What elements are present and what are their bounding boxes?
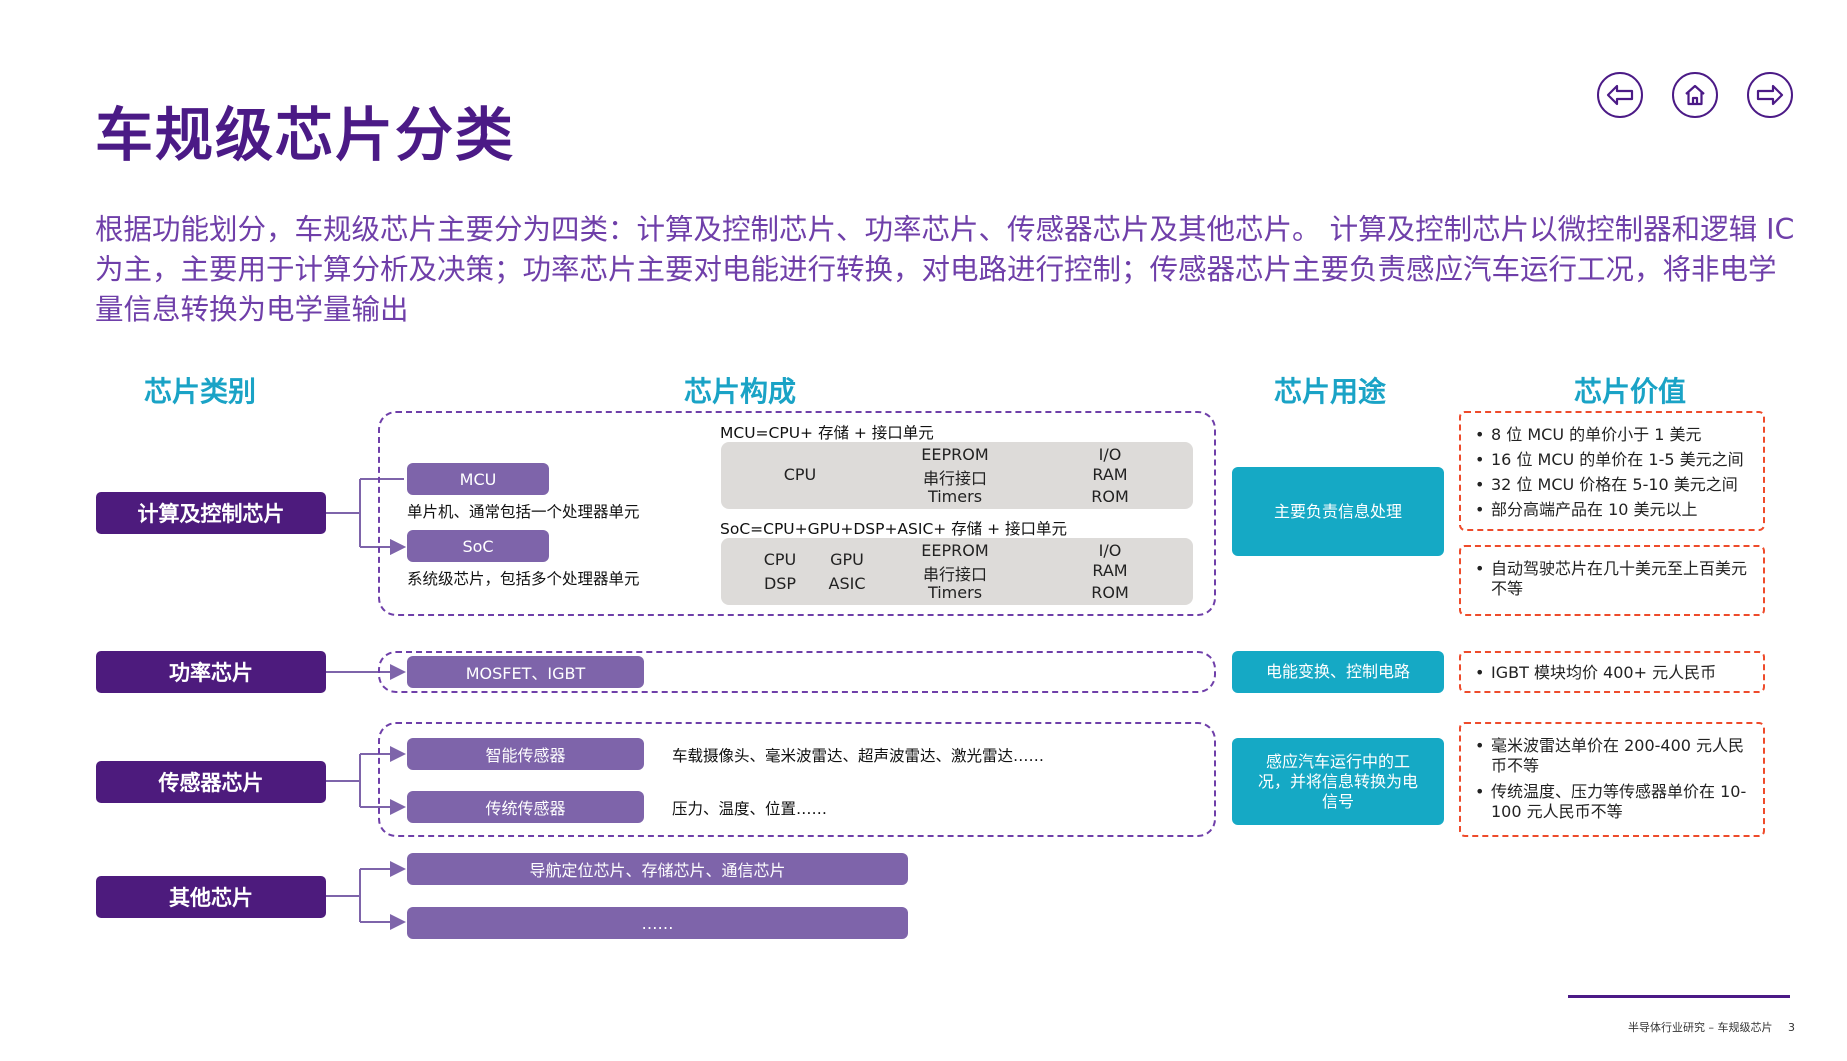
compute-value-box-ad: 自动驾驶芯片在几十美元至上百美元不等 <box>1459 545 1765 616</box>
value-item: 传统温度、压力等传感器单价在 10-100 元人民币不等 <box>1475 782 1749 822</box>
compute-composition-box <box>378 411 1216 616</box>
traditional-sensor-pill: 传统传感器 <box>407 791 644 823</box>
page-title: 车规级芯片分类 <box>95 101 516 169</box>
soc-rom: ROM <box>1091 583 1129 602</box>
value-item: 部分高端产品在 10 美元以上 <box>1475 500 1749 520</box>
arrow-right-icon <box>1756 84 1784 106</box>
compute-value-box-mcu: 8 位 MCU 的单价小于 1 美元 16 位 MCU 的单价在 1-5 美元之… <box>1459 411 1765 531</box>
sensor-value-box: 毫米波雷达单价在 200-400 元人民币不等 传统温度、压力等传感器单价在 1… <box>1459 722 1765 837</box>
power-value-list: IGBT 模块均价 400+ 元人民币 <box>1475 663 1749 683</box>
back-button[interactable] <box>1597 72 1643 118</box>
power-composition-box <box>378 651 1216 693</box>
value-item: 32 位 MCU 价格在 5-10 美元之间 <box>1475 475 1749 495</box>
value-item: IGBT 模块均价 400+ 元人民币 <box>1475 663 1749 683</box>
home-button[interactable] <box>1672 72 1718 118</box>
soc-serial: 串行接口 <box>922 565 987 584</box>
sensor-value-list: 毫米波雷达单价在 200-400 元人民币不等 传统温度、压力等传感器单价在 1… <box>1475 736 1749 822</box>
smart-sensor-description: 车载摄像头、毫米波雷达、超声波雷达、激光雷达…… <box>672 747 1045 765</box>
soc-io: I/O <box>1098 541 1122 560</box>
soc-pill: SoC <box>407 530 549 562</box>
mcu-formula: MCU=CPU+ 存储 + 接口单元 <box>720 424 934 442</box>
soc-cpu: CPU <box>763 550 797 569</box>
mcu-io: I/O <box>1098 445 1122 464</box>
category-compute-control: 计算及控制芯片 <box>96 492 326 534</box>
soc-formula: SoC=CPU+GPU+DSP+ASIC+ 存储 + 接口单元 <box>720 520 1068 538</box>
footer: 半导体行业研究 – 车规级芯片 3 <box>1628 1019 1795 1035</box>
page-number: 3 <box>1788 1021 1795 1034</box>
mcu-timers: Timers <box>927 487 983 506</box>
mcu-description: 单片机、通常包括一个处理器单元 <box>407 503 640 521</box>
forward-button[interactable] <box>1747 72 1793 118</box>
other-more-pill: …… <box>407 907 908 939</box>
soc-eeprom: EEPROM <box>921 541 989 560</box>
value-item: 自动驾驶芯片在几十美元至上百美元不等 <box>1475 559 1749 599</box>
home-icon <box>1685 84 1705 106</box>
power-usage-box: 电能变换、控制电路 <box>1232 651 1444 693</box>
soc-asic: ASIC <box>828 574 866 593</box>
sensor-composition-box <box>378 722 1216 837</box>
soc-component-panel <box>721 538 1193 605</box>
compute-value-list-ad: 自动驾驶芯片在几十美元至上百美元不等 <box>1475 559 1749 599</box>
mcu-cpu: CPU <box>783 465 817 484</box>
category-sensor: 传感器芯片 <box>96 761 326 803</box>
compute-value-list-mcu: 8 位 MCU 的单价小于 1 美元 16 位 MCU 的单价在 1-5 美元之… <box>1475 425 1749 520</box>
mcu-serial: 串行接口 <box>922 469 987 488</box>
arrow-left-icon <box>1606 84 1634 106</box>
soc-ram: RAM <box>1092 561 1128 580</box>
column-header-usage: 芯片用途 <box>1273 375 1386 408</box>
mcu-ram: RAM <box>1092 465 1128 484</box>
value-item: 16 位 MCU 的单价在 1-5 美元之间 <box>1475 450 1749 470</box>
soc-gpu: GPU <box>830 550 864 569</box>
mcu-pill: MCU <box>407 463 549 495</box>
intro-paragraph: 根据功能划分，车规级芯片主要分为四类：计算及控制芯片、功率芯片、传感器芯片及其他… <box>95 213 1795 326</box>
column-header-category: 芯片类别 <box>143 375 256 408</box>
value-item: 8 位 MCU 的单价小于 1 美元 <box>1475 425 1749 445</box>
mcu-eeprom: EEPROM <box>921 445 989 464</box>
power-value-box: IGBT 模块均价 400+ 元人民币 <box>1459 651 1765 693</box>
column-header-value: 芯片价值 <box>1573 375 1686 408</box>
other-chips-pill: 导航定位芯片、存储芯片、通信芯片 <box>407 853 908 885</box>
power-pill-mosfet-igbt: MOSFET、IGBT <box>407 656 644 688</box>
smart-sensor-pill: 智能传感器 <box>407 738 644 770</box>
mcu-rom: ROM <box>1091 487 1129 506</box>
compute-usage-box: 主要负责信息处理 <box>1232 467 1444 556</box>
category-power: 功率芯片 <box>96 651 326 693</box>
soc-description: 系统级芯片，包括多个处理器单元 <box>407 570 640 588</box>
column-header-composition: 芯片构成 <box>683 375 796 408</box>
soc-dsp: DSP <box>763 574 797 593</box>
category-other: 其他芯片 <box>96 876 326 918</box>
traditional-sensor-description: 压力、温度、位置…… <box>672 800 828 818</box>
footer-text: 半导体行业研究 – 车规级芯片 <box>1628 1021 1773 1034</box>
sensor-usage-box: 感应汽车运行中的工况，并将信息转换为电信号 <box>1232 738 1444 825</box>
soc-timers: Timers <box>927 583 983 602</box>
mcu-component-panel <box>721 442 1193 509</box>
footer-rule <box>1568 995 1790 998</box>
value-item: 毫米波雷达单价在 200-400 元人民币不等 <box>1475 736 1749 776</box>
